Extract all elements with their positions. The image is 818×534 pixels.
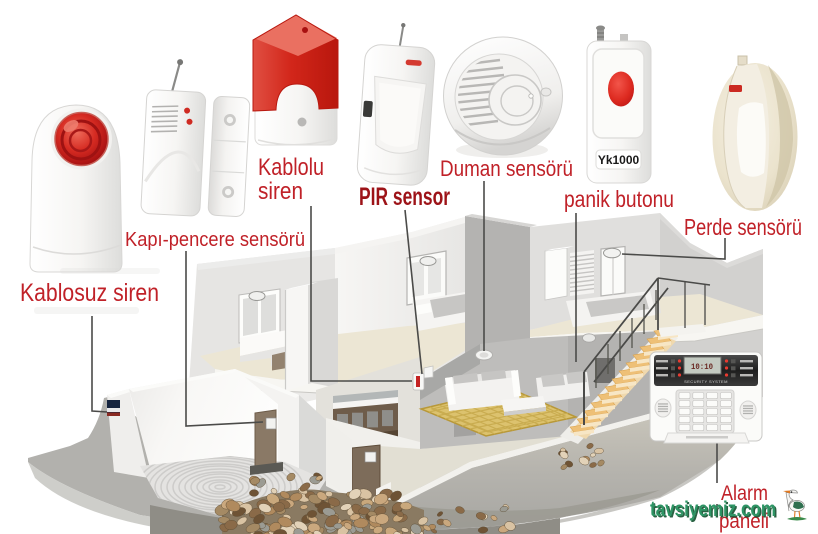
svg-text:Alarm: Alarm [721,482,768,505]
svg-text:Kapı-pencere sensörü: Kapı-pencere sensörü [125,229,305,251]
svg-text:Perde sensörü: Perde sensörü [684,214,802,240]
svg-text:panik butonu: panik butonu [564,186,674,212]
svg-text:Kablolu: Kablolu [258,154,324,181]
svg-text:tavsiyemiz.com: tavsiyemiz.com [652,500,778,523]
svg-text:Duman sensörü: Duman sensörü [440,156,573,181]
svg-text:paneli: paneli [719,510,769,533]
svg-text:10:10: 10:10 [691,363,713,372]
svg-text:Yk1000: Yk1000 [598,153,640,167]
svg-text:Kablosuz siren: Kablosuz siren [20,279,159,307]
svg-text:SECURITY SYSTEM: SECURITY SYSTEM [684,379,728,384]
svg-text:siren: siren [258,178,303,205]
svg-text:PIR sensor: PIR sensor [359,183,450,211]
svg-text:tavsiyemiz.com: tavsiyemiz.com [650,498,776,521]
